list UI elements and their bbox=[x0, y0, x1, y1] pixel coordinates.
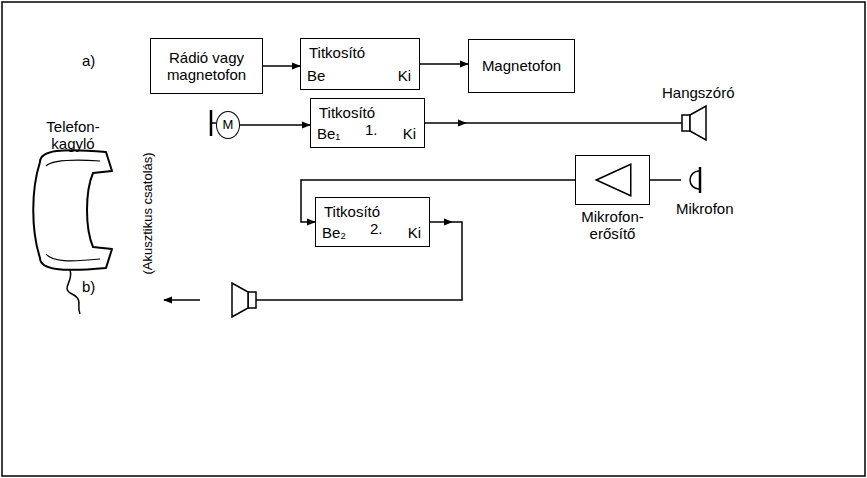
wire bbox=[650, 179, 681, 181]
coupling-label: (Akusztikus csatolás) bbox=[141, 127, 156, 299]
part-label: a) bbox=[82, 52, 95, 69]
node-text: Ki bbox=[398, 67, 411, 84]
microphone-label: Mikrofon bbox=[676, 200, 734, 217]
encoder-box: TitkosítóBe₂ 2. Ki bbox=[315, 197, 430, 247]
encoder-box: TitkosítóBe₁ 1. Ki bbox=[310, 98, 425, 148]
node-text: Mikrofon- erősítő bbox=[565, 208, 661, 243]
wire bbox=[425, 122, 466, 124]
node-text: 1. bbox=[365, 121, 378, 138]
microphone-symbol bbox=[690, 167, 700, 193]
telephone-handset bbox=[33, 150, 112, 314]
source-box: Rádió vagy magnetofon bbox=[150, 38, 263, 94]
recorder-box: Magnetofon bbox=[468, 39, 575, 93]
signal-arrow bbox=[240, 124, 310, 126]
node-text: Magnetofon bbox=[482, 57, 561, 74]
amplifier-triangle bbox=[576, 156, 649, 204]
loudspeaker-symbol bbox=[232, 283, 256, 317]
loudspeaker-symbol bbox=[682, 106, 706, 140]
wire bbox=[430, 221, 452, 223]
speaker-label: Hangszóró bbox=[662, 84, 735, 101]
node-text: Titkosító bbox=[319, 104, 375, 121]
wire bbox=[466, 122, 682, 124]
node-text: 2. bbox=[370, 220, 383, 237]
amplifier-box: Mikrofon- erősítő bbox=[575, 155, 650, 205]
signal-arrow bbox=[263, 65, 300, 67]
microphone-circle: M bbox=[216, 111, 240, 139]
node-text: Titkosító bbox=[324, 203, 380, 220]
node-text: Be₂ bbox=[322, 224, 346, 241]
node-text: Titkosító bbox=[309, 44, 365, 61]
node-text: Rádió vagy magnetofon bbox=[151, 49, 262, 84]
encoder-box: TitkosítóBe Ki bbox=[300, 38, 420, 90]
node-text: M bbox=[223, 118, 234, 133]
part-label: b) bbox=[82, 278, 95, 295]
acoustic-arrow bbox=[164, 299, 200, 301]
handset-label: Telefon- kagyló bbox=[38, 118, 108, 153]
signal-arrow bbox=[420, 63, 468, 65]
node-text: Ki bbox=[408, 224, 421, 241]
node-text: Be₁ bbox=[317, 125, 340, 142]
node-text: Ki bbox=[403, 125, 416, 142]
node-text: Be bbox=[307, 67, 325, 84]
